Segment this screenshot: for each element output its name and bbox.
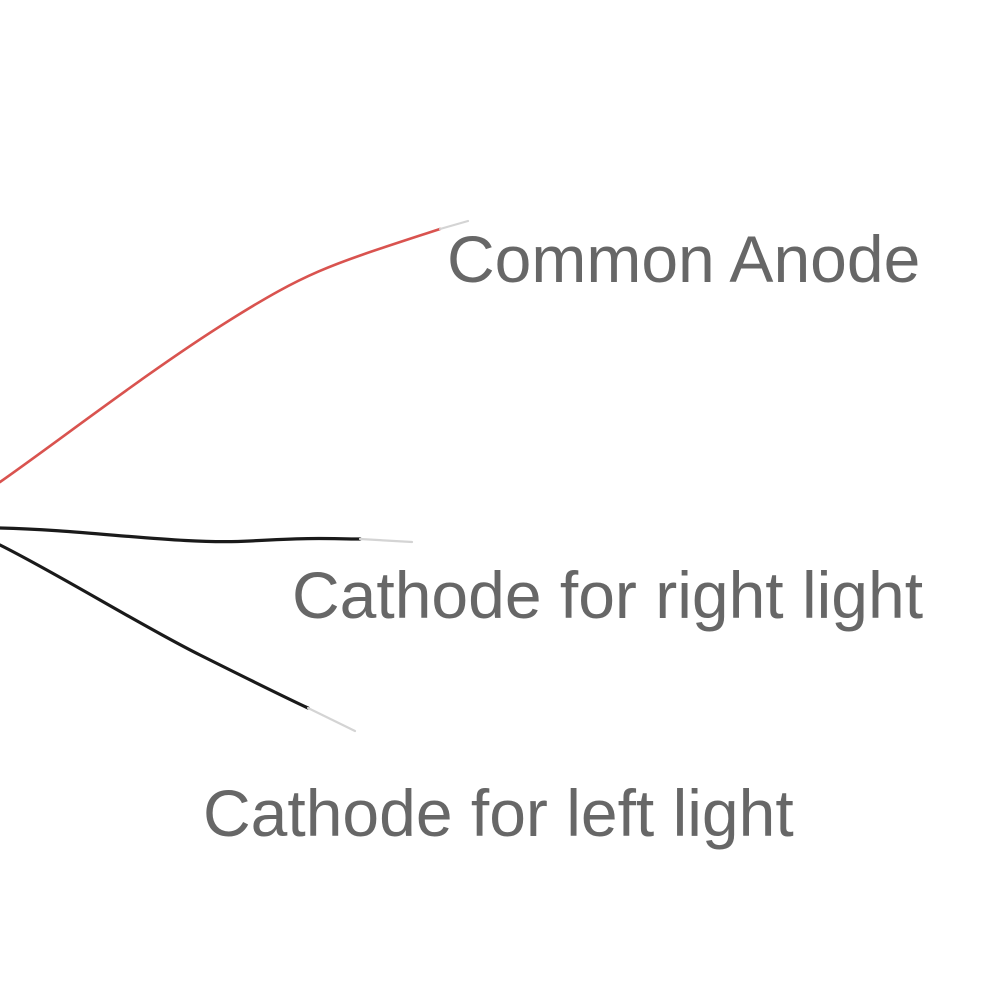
- anode-wire: [0, 227, 442, 484]
- common-anode-label: Common Anode: [447, 222, 921, 296]
- cathode-left-wire-tip: [306, 706, 357, 733]
- cathode-right-wire: [0, 526, 362, 544]
- anode-wire-tip: [438, 219, 470, 231]
- cathode-right-label: Cathode for right light: [292, 558, 924, 632]
- cathode-left-wire: [0, 543, 310, 710]
- cathode-right-wire-tip: [358, 537, 414, 544]
- cathode-left-label: Cathode for left light: [203, 776, 794, 850]
